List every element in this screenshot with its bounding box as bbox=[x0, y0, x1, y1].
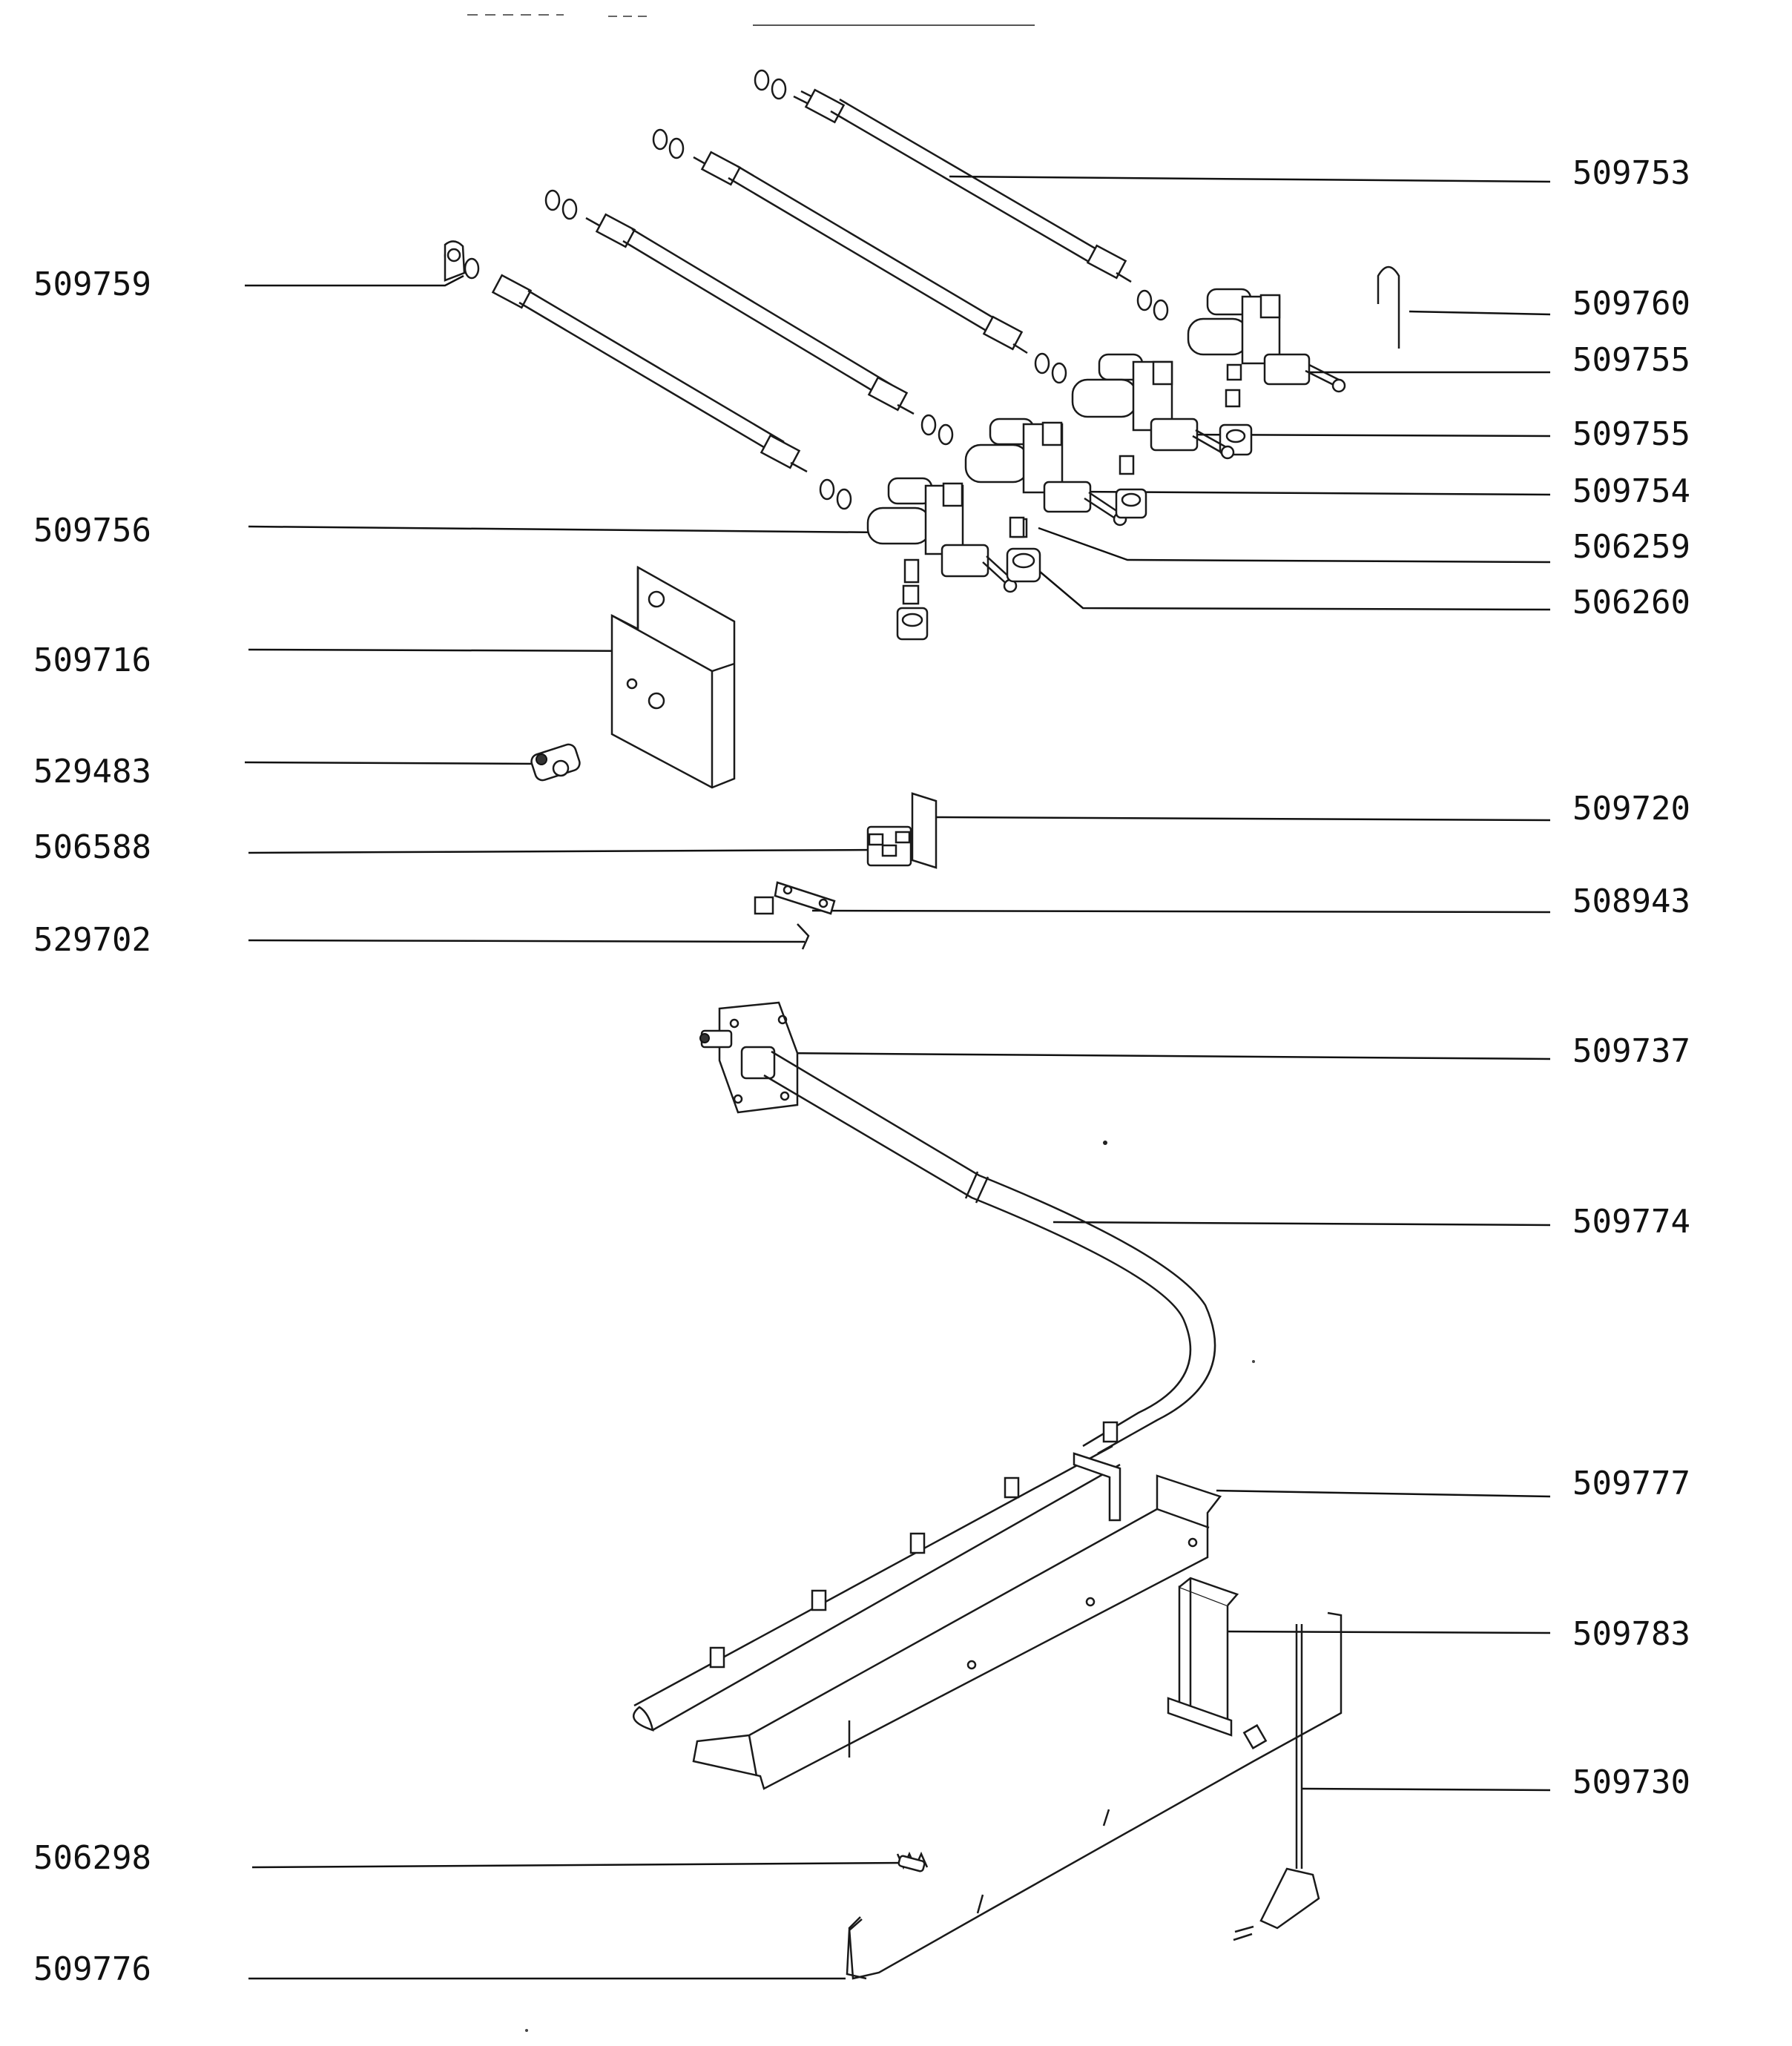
spring-clip bbox=[1377, 265, 1400, 349]
burner-assembly bbox=[632, 1421, 1222, 1790]
label-509756: 509756 bbox=[33, 512, 151, 550]
label-509730: 509730 bbox=[1572, 1763, 1690, 1801]
label-509720: 509720 bbox=[1572, 790, 1690, 828]
leader-509716 bbox=[248, 648, 668, 653]
header-scan-marks bbox=[467, 14, 1035, 26]
part-labels: 509753 509759 509760 509755 509755 50975… bbox=[33, 154, 1690, 1988]
gas-valve-a bbox=[1187, 288, 1346, 456]
scan-speck bbox=[1252, 1360, 1255, 1363]
label-509759: 509759 bbox=[33, 265, 151, 303]
leader-508943 bbox=[811, 909, 1551, 914]
gas-tubes bbox=[444, 69, 1169, 510]
label-506298: 506298 bbox=[33, 1839, 151, 1877]
burner-jet bbox=[1102, 1421, 1119, 1443]
gas-valve-b bbox=[1071, 353, 1235, 475]
gas-tube-4 bbox=[444, 243, 852, 510]
leader-506298 bbox=[251, 1861, 906, 1869]
burner-jet bbox=[1004, 1476, 1020, 1499]
gas-valve-c bbox=[964, 418, 1147, 538]
burner-jet bbox=[811, 1589, 827, 1611]
leader-509777 bbox=[1216, 1489, 1551, 1498]
label-506259: 506259 bbox=[1572, 528, 1690, 566]
injector-and-nut bbox=[1006, 516, 1041, 583]
leader-509756 bbox=[248, 525, 883, 534]
leader-509753 bbox=[949, 175, 1551, 183]
scan-speck bbox=[1103, 1141, 1107, 1145]
label-509776: 509776 bbox=[33, 1950, 151, 1988]
label-509783: 509783 bbox=[1572, 1615, 1690, 1653]
leader-509737 bbox=[778, 1052, 1551, 1060]
label-529483: 529483 bbox=[33, 753, 151, 791]
leader-509760 bbox=[1409, 310, 1551, 316]
cable-grommet bbox=[530, 743, 581, 782]
small-spring bbox=[896, 1851, 929, 1872]
power-lead bbox=[848, 1611, 1343, 1980]
label-509753: 509753 bbox=[1572, 154, 1690, 192]
label-508943: 508943 bbox=[1572, 882, 1690, 920]
label-506588: 506588 bbox=[33, 828, 151, 866]
microswitch-assembly bbox=[866, 792, 938, 869]
gas-valves bbox=[866, 288, 1346, 641]
leader-506260 bbox=[1034, 567, 1551, 611]
heat-shield-bracket bbox=[610, 565, 736, 789]
label-529702: 529702 bbox=[33, 921, 151, 959]
leader-529702 bbox=[248, 939, 806, 943]
power-plug bbox=[1259, 1867, 1320, 1930]
label-509755-upper: 509755 bbox=[1572, 341, 1690, 379]
earth-ring-terminal bbox=[444, 240, 466, 282]
leader-529483 bbox=[244, 761, 538, 765]
burner-jet bbox=[909, 1532, 926, 1554]
gas-tube-2 bbox=[652, 128, 1067, 384]
gas-inlet-flange bbox=[699, 1001, 799, 1114]
gas-tube-1 bbox=[754, 69, 1169, 321]
label-509777: 509777 bbox=[1572, 1465, 1690, 1502]
leader-509730 bbox=[1301, 1787, 1551, 1792]
leader-509783 bbox=[1223, 1630, 1551, 1634]
leader-509774 bbox=[1053, 1221, 1551, 1227]
leader-509754 bbox=[1075, 490, 1551, 496]
gas-valve-d bbox=[866, 477, 1018, 641]
leader-509720 bbox=[934, 816, 1551, 822]
burner-jet bbox=[709, 1646, 725, 1669]
leader-506588 bbox=[248, 848, 880, 854]
gas-tube-3 bbox=[544, 189, 954, 446]
label-509755-lower: 509755 bbox=[1572, 415, 1690, 453]
scan-speck bbox=[525, 2029, 528, 2032]
gas-manifold-pipe bbox=[763, 1050, 1216, 1455]
label-509774: 509774 bbox=[1572, 1203, 1690, 1241]
earth-clip-and-bracket bbox=[754, 881, 836, 950]
label-509737: 509737 bbox=[1572, 1032, 1690, 1070]
label-509716: 509716 bbox=[33, 641, 151, 679]
thermocouple-lead bbox=[846, 1918, 867, 1980]
leader-506259 bbox=[1038, 527, 1551, 564]
label-509754: 509754 bbox=[1572, 472, 1690, 510]
label-509760: 509760 bbox=[1572, 285, 1690, 323]
label-506260: 506260 bbox=[1572, 584, 1690, 621]
leader-509759 bbox=[245, 274, 464, 287]
ignition-unit-bracket bbox=[1167, 1577, 1239, 1737]
